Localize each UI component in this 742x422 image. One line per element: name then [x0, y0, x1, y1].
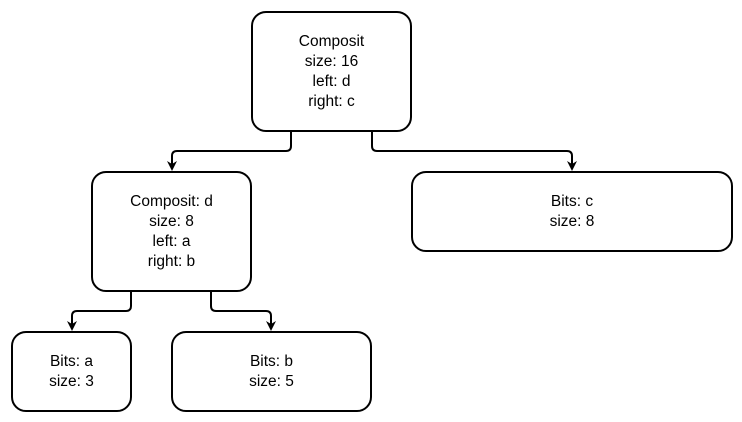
node-d-line-2: size: 8 — [149, 212, 194, 230]
node-d-line-1: Composit: d — [130, 192, 213, 210]
node-root-line-2: size: 16 — [304, 52, 359, 70]
node-c-line-2: size: 8 — [549, 212, 595, 230]
node-a-line-1: Bits: a — [49, 352, 94, 370]
edge-root-to-c — [371, 132, 577, 171]
node-bits-c: Bits: c size: 8 — [411, 171, 733, 252]
edge-d-to-a — [67, 292, 132, 331]
node-composit-root: Composit size: 16 left: d right: c — [251, 11, 412, 132]
node-root-line-1: Composit — [298, 32, 365, 50]
node-b-line-2: size: 5 — [249, 372, 294, 390]
edge-root-to-d — [167, 132, 292, 171]
node-b-line-1: Bits: b — [249, 352, 294, 370]
node-composit-d: Composit: d size: 8 left: a right: b — [91, 171, 252, 292]
edge-d-to-b — [210, 292, 276, 331]
node-a-line-2: size: 3 — [49, 372, 94, 390]
node-c-line-1: Bits: c — [550, 192, 594, 210]
node-bits-b: Bits: b size: 5 — [171, 331, 372, 412]
node-d-line-3: left: a — [152, 232, 191, 250]
node-bits-a: Bits: a size: 3 — [11, 331, 132, 412]
node-d-line-4: right: b — [147, 252, 196, 270]
node-root-line-3: left: d — [312, 72, 351, 90]
node-root-line-4: right: c — [308, 92, 355, 110]
